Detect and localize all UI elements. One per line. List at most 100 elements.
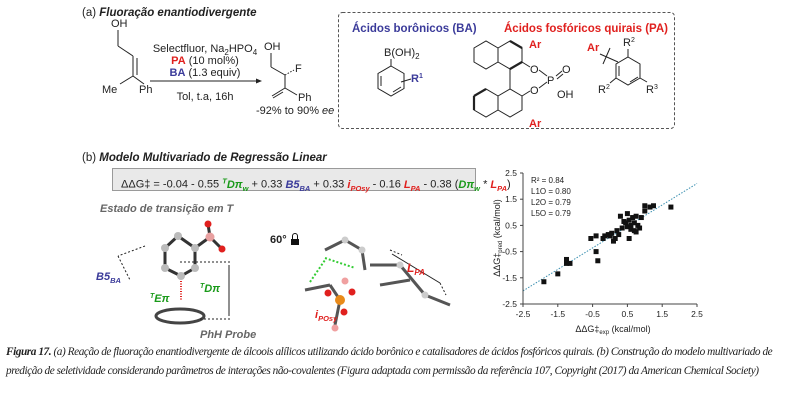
data-point bbox=[635, 222, 641, 228]
data-point bbox=[637, 225, 643, 231]
arrow-head-icon bbox=[256, 78, 262, 84]
regression-equation: ΔΔG‡ = -0.04 - 0.55 TDπw + 0.33 B5BA + 0… bbox=[112, 168, 511, 193]
stat-label: R² = 0.84 bbox=[531, 176, 565, 185]
data-point bbox=[567, 260, 573, 266]
caption-text: (a) Reação de fluoração enantiodivergent… bbox=[6, 346, 773, 377]
data-point bbox=[626, 217, 632, 223]
ar-label-top: Ar bbox=[529, 39, 542, 51]
data-point bbox=[609, 230, 615, 236]
y-tick-label: -0.5 bbox=[502, 247, 517, 257]
data-point bbox=[619, 225, 625, 231]
r2-top-label: R2 bbox=[623, 37, 635, 49]
ts-title: Estado de transição em T bbox=[100, 203, 235, 215]
ar-definition-label: Ar bbox=[587, 42, 600, 54]
angle-label: 60° bbox=[270, 234, 287, 246]
x-tick-label: -2.5 bbox=[516, 309, 531, 319]
data-point bbox=[668, 204, 674, 210]
aryl-ring bbox=[599, 47, 648, 86]
data-point bbox=[614, 228, 620, 234]
y-tick-label: -2.5 bbox=[502, 299, 517, 309]
x-axis-label: ΔΔG‡exp (kcal/mol) bbox=[575, 324, 650, 336]
data-point bbox=[612, 236, 618, 241]
y-tick-label: 2.5 bbox=[505, 168, 517, 178]
data-point bbox=[564, 256, 569, 262]
data-point bbox=[623, 220, 629, 226]
figure-graphic: (a) Fluoração enantiodivergente OH Me Ph… bbox=[82, 7, 703, 340]
data-point bbox=[617, 213, 623, 219]
data-point bbox=[642, 208, 648, 214]
data-point bbox=[647, 204, 653, 210]
product-ph-label: Ph bbox=[298, 92, 311, 104]
o-label-3: O bbox=[562, 64, 571, 76]
data-point bbox=[555, 271, 561, 277]
product-oh-label: OH bbox=[264, 41, 281, 53]
product-structure bbox=[270, 53, 298, 99]
data-point bbox=[651, 203, 656, 209]
ba-title: Ácidos borônicos (BA) bbox=[352, 22, 477, 35]
data-point bbox=[642, 203, 648, 209]
data-point bbox=[633, 213, 639, 219]
stat-label: L2O = 0.79 bbox=[531, 198, 571, 207]
figure-caption: Figura 17. (a) Reação de fluoração enant… bbox=[6, 343, 781, 381]
stat-label: L1O = 0.80 bbox=[531, 187, 571, 196]
conditions-reagents: Selectfluor, Na2HPO4 bbox=[153, 43, 258, 57]
phh-probe-label: PhH Probe bbox=[200, 329, 256, 340]
ts-model-boronic bbox=[117, 220, 230, 325]
o-label-1: O bbox=[530, 64, 539, 76]
y-tick-label: 1.5 bbox=[505, 194, 517, 204]
reactant-oh-label: OH bbox=[111, 18, 128, 30]
r2-bottom-label: R2 bbox=[598, 84, 610, 96]
r1-label: R1 bbox=[411, 73, 423, 85]
x-tick-label: 2.5 bbox=[691, 309, 703, 319]
y-axis-label: ΔΔG‡pred (kcal/mol) bbox=[492, 199, 504, 277]
data-point bbox=[628, 222, 634, 228]
y-tick-label: -1.5 bbox=[502, 273, 517, 283]
conditions-ba: BA (1.3 equiv) bbox=[170, 67, 241, 79]
data-point bbox=[595, 258, 601, 264]
data-point bbox=[593, 249, 599, 255]
product-f-label: F bbox=[295, 63, 302, 75]
conditions-pa: PA (10 mol%) bbox=[171, 55, 239, 67]
oh-label: OH bbox=[557, 89, 574, 101]
data-point bbox=[616, 232, 622, 238]
reactant-ph-label: Ph bbox=[139, 84, 152, 96]
data-point bbox=[541, 279, 547, 285]
data-point bbox=[638, 215, 644, 221]
data-point bbox=[624, 224, 630, 230]
conditions-solvent: Tol, t.a, 16h bbox=[177, 91, 234, 103]
b5-label: B5BA bbox=[96, 271, 121, 285]
ipo-label: iPOsy bbox=[315, 309, 338, 323]
x-tick-label: -0.5 bbox=[585, 309, 600, 319]
x-tick-label: 0.5 bbox=[621, 309, 633, 319]
lpa-label: LPA bbox=[407, 261, 425, 277]
data-point bbox=[564, 260, 569, 266]
data-point bbox=[631, 220, 637, 226]
td-pi-label: TDπ bbox=[200, 283, 220, 295]
reactant-me-label: Me bbox=[102, 84, 117, 96]
data-point bbox=[610, 238, 616, 244]
data-point bbox=[593, 233, 599, 239]
pa-title: Ácidos fosfóricos quirais (PA) bbox=[504, 22, 668, 35]
reactant-structure bbox=[117, 30, 145, 85]
x-tick-label: 1.5 bbox=[656, 309, 668, 319]
data-point bbox=[628, 226, 634, 232]
ar-label-bottom: Ar bbox=[529, 118, 542, 130]
binol-phosphoric-acid bbox=[472, 40, 564, 118]
data-point bbox=[588, 236, 594, 241]
data-point bbox=[600, 236, 606, 241]
data-point bbox=[624, 211, 630, 217]
te-pi-label: TEπ bbox=[150, 293, 170, 305]
r3-label: R3 bbox=[646, 84, 658, 96]
data-point bbox=[633, 229, 639, 235]
stat-label: L5O = 0.79 bbox=[531, 209, 571, 218]
o-label-2: O bbox=[530, 85, 539, 97]
ts-model-phosphoric bbox=[291, 233, 451, 332]
panel-b-title: (b) Modelo Multivariado de Regressão Lin… bbox=[82, 152, 327, 164]
data-point bbox=[607, 233, 613, 239]
boh2-label: B(OH)2 bbox=[384, 47, 420, 61]
caption-label: Figura 17. bbox=[6, 346, 52, 358]
product-ee: -92% to 90% ee bbox=[256, 105, 334, 117]
boronic-acid-ring bbox=[377, 59, 412, 97]
y-tick-label: 0.5 bbox=[505, 220, 517, 230]
